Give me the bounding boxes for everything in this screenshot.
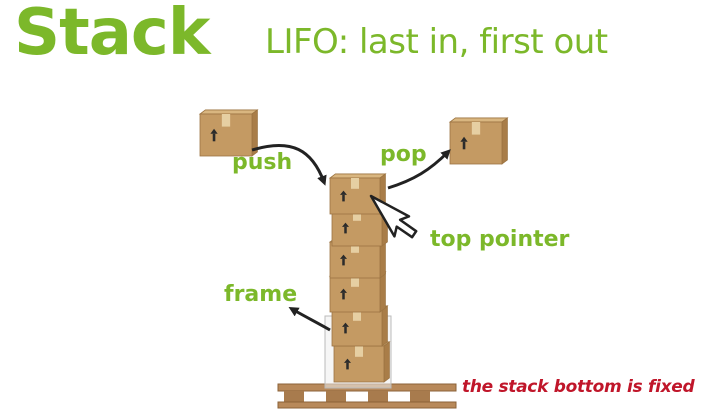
this-side-up-icon — [342, 322, 349, 334]
push-label: push — [232, 150, 293, 175]
frame-arrow-icon — [288, 306, 331, 332]
stack-box-icon — [328, 173, 387, 215]
push-arrow-icon — [251, 144, 327, 186]
this-side-up-icon — [344, 358, 351, 370]
page-subtitle: LIFO: last in, first out — [265, 22, 608, 62]
this-side-up-icon — [460, 136, 468, 150]
this-side-up-icon — [340, 254, 347, 266]
pop-arrow-icon — [387, 149, 451, 190]
this-side-up-icon — [340, 190, 347, 202]
stack-bottom-caption: the stack bottom is fixed — [462, 377, 695, 397]
top-pointer-icon — [369, 194, 418, 239]
this-side-up-icon — [340, 288, 347, 300]
push-box-icon — [198, 109, 259, 157]
popped-box-icon — [448, 117, 509, 165]
stack-box-icon — [332, 341, 391, 383]
this-side-up-icon — [210, 128, 218, 142]
pop-label: pop — [380, 142, 427, 167]
frame-label: frame — [224, 282, 298, 307]
loose-boxes — [198, 109, 509, 165]
this-side-up-icon — [342, 222, 349, 234]
stacked-boxes — [328, 173, 391, 383]
top-pointer-label: top pointer — [430, 227, 570, 252]
page-title: Stack — [14, 0, 210, 70]
